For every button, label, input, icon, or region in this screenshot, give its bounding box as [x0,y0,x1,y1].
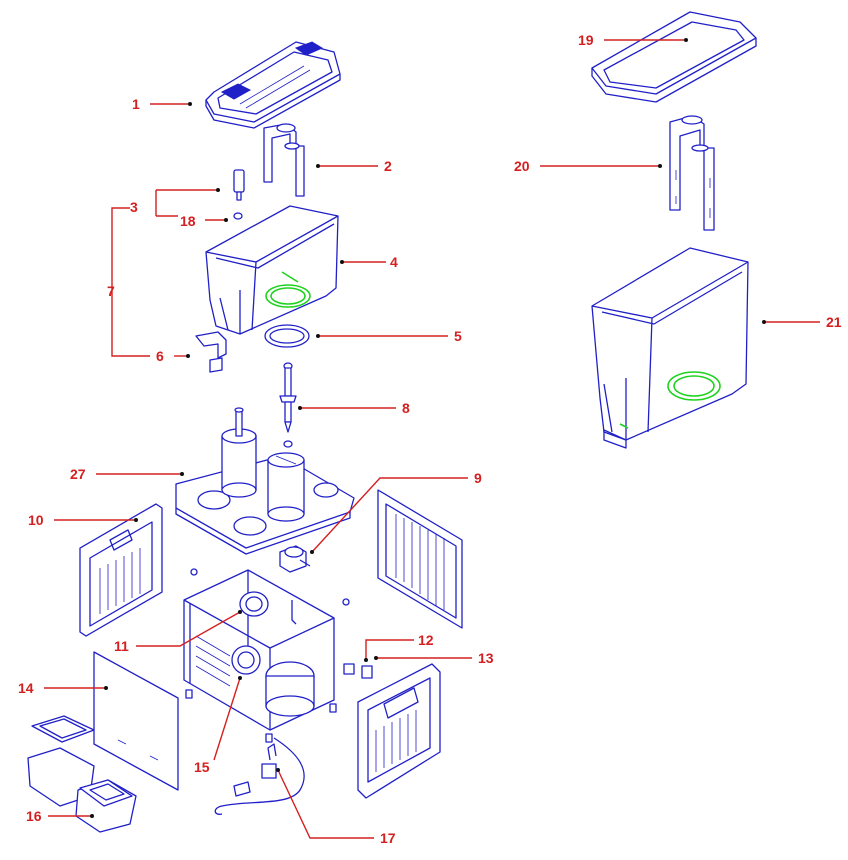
right-grille-panel [377,489,463,629]
callout-12: 12 [418,632,434,648]
callout-19: 19 [578,32,594,48]
front-panel [357,663,441,799]
callout-3: 3 [130,199,138,215]
part-4-bowl [205,205,339,335]
part-9-motor [279,545,311,573]
callout-18: 18 [180,213,196,229]
callout-14: 14 [18,680,34,696]
small-fitting [190,568,198,576]
callout-6: 6 [156,348,164,364]
part-27-deck [175,407,355,555]
callout-8: 8 [402,400,410,416]
callout-7: 7 [107,283,115,299]
part-12-switch [343,663,355,675]
callout-13: 13 [478,650,494,666]
callout-20: 20 [514,158,530,174]
callout-15: 15 [194,759,210,775]
callout-2: 2 [384,158,392,174]
part-17-power-cord [214,737,305,815]
part-2-bracket [263,123,305,197]
callout-1: 1 [132,96,140,112]
leader-lines [44,39,820,839]
small-fitting [342,598,350,606]
callout-16: 16 [26,808,42,824]
callout-5: 5 [454,328,462,344]
callout-9: 9 [474,470,482,486]
part-8-shaft [279,362,297,448]
callout-21: 21 [826,314,842,330]
callout-27: 27 [70,466,86,482]
chassis-frame [183,569,337,743]
callout-11: 11 [114,638,129,654]
part-21-bowl [591,247,749,449]
leader-dots [90,38,766,818]
part-1-lid [205,41,341,129]
part-5-gasket [264,324,310,348]
part-20-bracket [669,115,715,231]
callout-10: 10 [28,512,44,528]
part-10-side-panel [79,503,163,637]
callout-labels: 1 2 3 18 7 4 5 6 8 27 9 10 11 12 13 14 1… [18,32,842,846]
part-14-back-plate [93,651,179,791]
part-18-oring [233,212,243,220]
part-16-drip-trays [27,715,137,833]
callout-4: 4 [390,254,398,270]
part-6-clip [195,331,227,373]
part-19-lid [591,11,757,103]
callout-17: 17 [380,830,396,846]
part-3-plug [233,169,245,201]
part-13-switch [361,665,373,679]
